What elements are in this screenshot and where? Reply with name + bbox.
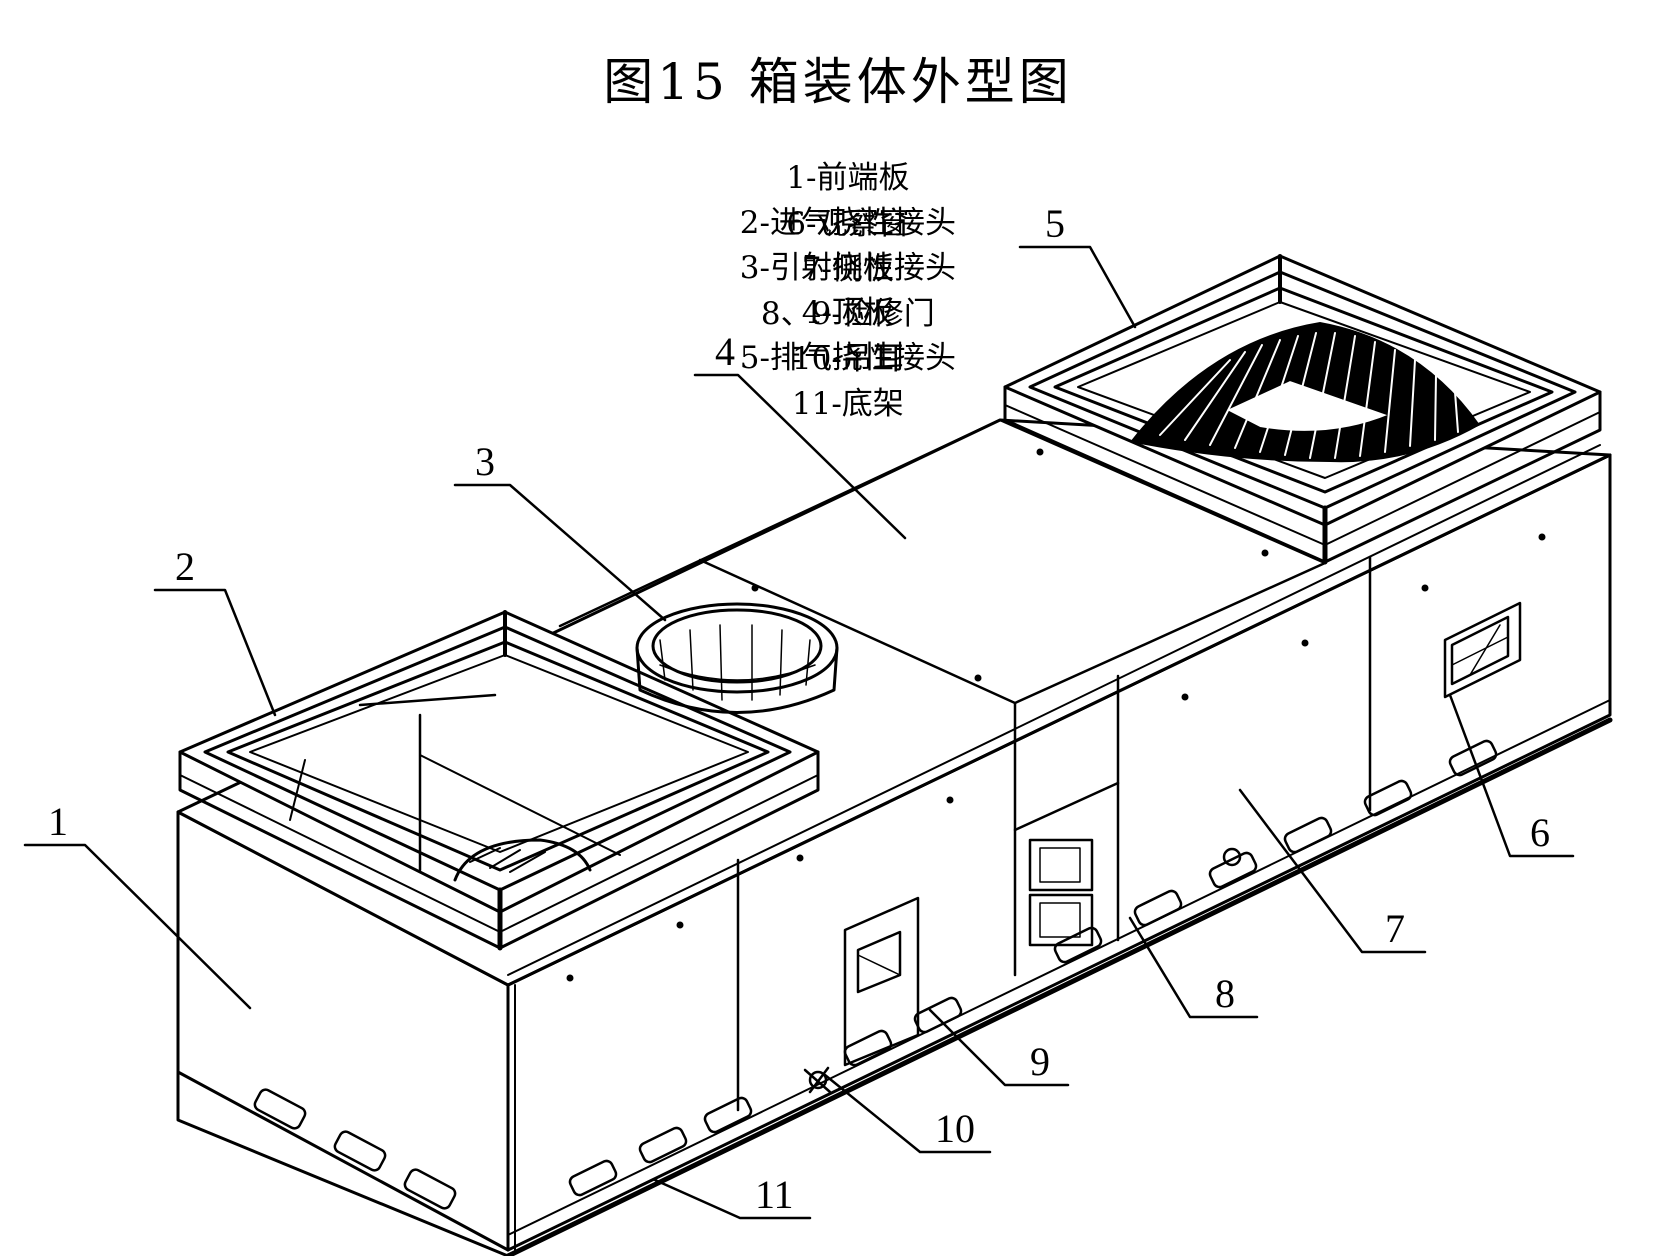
callout-numbers: 1 2 3 4 5 6 7 8 9 10 11: [48, 201, 1550, 1217]
legend-item-base-frame: 11-底架: [791, 386, 904, 422]
legend-item-exhaust-flexible-joint: 5-排气挠性接头: [739, 340, 956, 376]
exhaust-flexible-joint: [1003, 254, 1602, 565]
callout-leaders: [23, 245, 1575, 1220]
callout-11: 11: [755, 1172, 794, 1217]
figure-title: 图15 箱装体外型图: [603, 53, 1073, 111]
callout-9: 9: [1030, 1039, 1050, 1084]
callout-2: 2: [175, 544, 195, 589]
legend-item-ejector-flexible-joint: 3-引射挠性接头: [739, 250, 956, 286]
legend-item-front-panel: 1-前端板: [786, 160, 910, 196]
observation-window: [1443, 601, 1522, 699]
callout-6: 6: [1530, 810, 1550, 855]
side-panel-seams: [736, 555, 1372, 1112]
intake-flexible-joint: [178, 610, 820, 951]
lifting-lug: [803, 847, 1242, 1094]
legend-row-2: 6-观察窗 7-侧板 8、9-检修门 10-吊耳 11-底架: [0, 162, 1676, 423]
access-door-8: [1028, 838, 1094, 947]
callout-10: 10: [935, 1106, 975, 1151]
callout-4: 4: [715, 329, 735, 374]
legend-row-1: 1-前端板 2-进气挠性接头 3-引射挠性接头 4-顶板 5-排气挠性接头: [0, 116, 1676, 377]
callout-7: 7: [1385, 906, 1405, 951]
legend-item-top-panel: 4-顶板: [801, 295, 894, 331]
callout-5: 5: [1045, 201, 1065, 246]
callout-3: 3: [475, 439, 495, 484]
callout-8: 8: [1215, 971, 1235, 1016]
legend-item-side-panel: 7-侧板: [801, 251, 894, 287]
legend-item-intake-flexible-joint: 2-进气挠性接头: [739, 205, 956, 241]
rivet-dots: [566, 448, 1546, 982]
legend-item-access-doors: 8、9-检修门: [760, 296, 935, 332]
ejector-flexible-joint: [635, 602, 839, 714]
legend-item-observation-window: 6-观察窗: [786, 206, 910, 242]
legend-item-lifting-lug: 10-吊耳: [791, 341, 904, 377]
callout-1: 1: [48, 799, 68, 844]
